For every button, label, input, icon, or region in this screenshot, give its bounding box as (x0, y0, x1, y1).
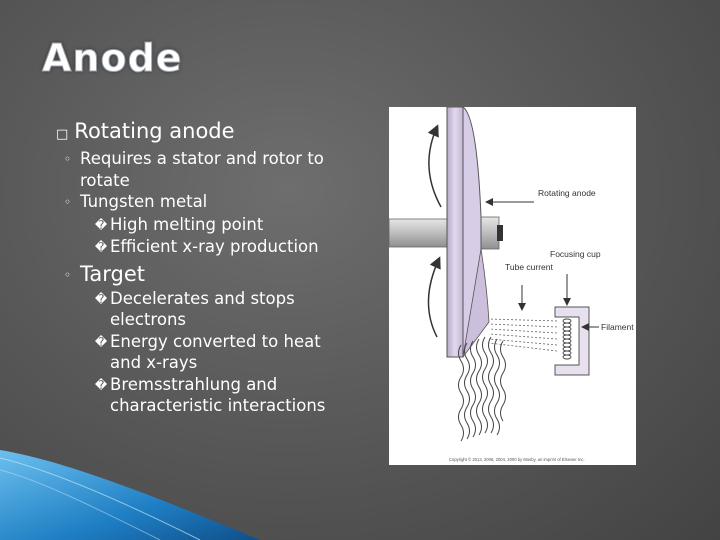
missing-glyph-icon: � (94, 291, 108, 306)
slide-title: Anode (42, 36, 183, 81)
bullet-efficient: � Efficient x-ray production (56, 236, 346, 259)
anode-diagram: Rotating anode Focusing cup Tube current… (389, 107, 636, 465)
missing-glyph-icon: � (94, 377, 108, 392)
focusing-cup (554, 306, 590, 376)
focusing-cup-label: Focusing cup (550, 249, 601, 259)
corner-wave-decoration (0, 450, 260, 540)
square-bullet-icon: □ (56, 127, 69, 142)
electron-stream (488, 318, 558, 352)
filament-label: Filament (601, 322, 634, 332)
tube-current-label: Tube current (505, 262, 554, 272)
bullet-rotating-anode: □ Rotating anode (56, 118, 346, 148)
circle-bullet-icon: ◦ (64, 195, 72, 209)
copyright-text: Copyright © 2013, 2008, 2004, 2000 by Mo… (449, 457, 585, 462)
rotating-anode-label: Rotating anode (538, 188, 596, 198)
missing-glyph-icon: � (94, 334, 108, 349)
bullet-content: □ Rotating anode ◦ Requires a stator and… (56, 118, 346, 417)
circle-bullet-icon: ◦ (64, 267, 72, 282)
bullet-melting-point: � High melting point (56, 214, 346, 237)
rotating-anode-disc (446, 107, 464, 358)
bullet-text: Energy converted to heat and x-rays (110, 331, 321, 373)
rotation-arrow-bottom (427, 256, 441, 338)
bullet-text: Tungsten metal (80, 192, 208, 211)
bullet-text: High melting point (110, 214, 264, 234)
rotor-cap (497, 225, 503, 241)
anode-target-face (462, 248, 490, 358)
bullet-text: Decelerates and stops electrons (110, 288, 295, 330)
bullet-text: Requires a stator and rotor to rotate (80, 149, 324, 190)
bullet-stator: ◦ Requires a stator and rotor to rotate (56, 148, 346, 191)
bullet-decelerates: � Decelerates and stops electrons (56, 288, 346, 331)
bullet-text: Efficient x-ray production (110, 237, 319, 256)
bullet-tungsten: ◦ Tungsten metal (56, 191, 346, 214)
circle-bullet-icon: ◦ (64, 152, 72, 166)
bullet-target: ◦ Target (56, 261, 346, 288)
missing-glyph-icon: � (94, 217, 108, 232)
rotor-hub (480, 216, 500, 250)
filament-coil (562, 318, 572, 360)
bullet-energy: � Energy converted to heat and x-rays (56, 331, 346, 374)
xray-waves (458, 336, 506, 442)
bullet-text: Bremsstrahlung and characteristic intera… (110, 374, 326, 416)
bullet-text: Target (80, 261, 145, 286)
rotation-arrow-top (427, 124, 442, 208)
bullet-bremsstrahlung: � Bremsstrahlung and characteristic inte… (56, 374, 346, 417)
missing-glyph-icon: � (94, 240, 108, 254)
bullet-text: Rotating anode (74, 119, 235, 143)
